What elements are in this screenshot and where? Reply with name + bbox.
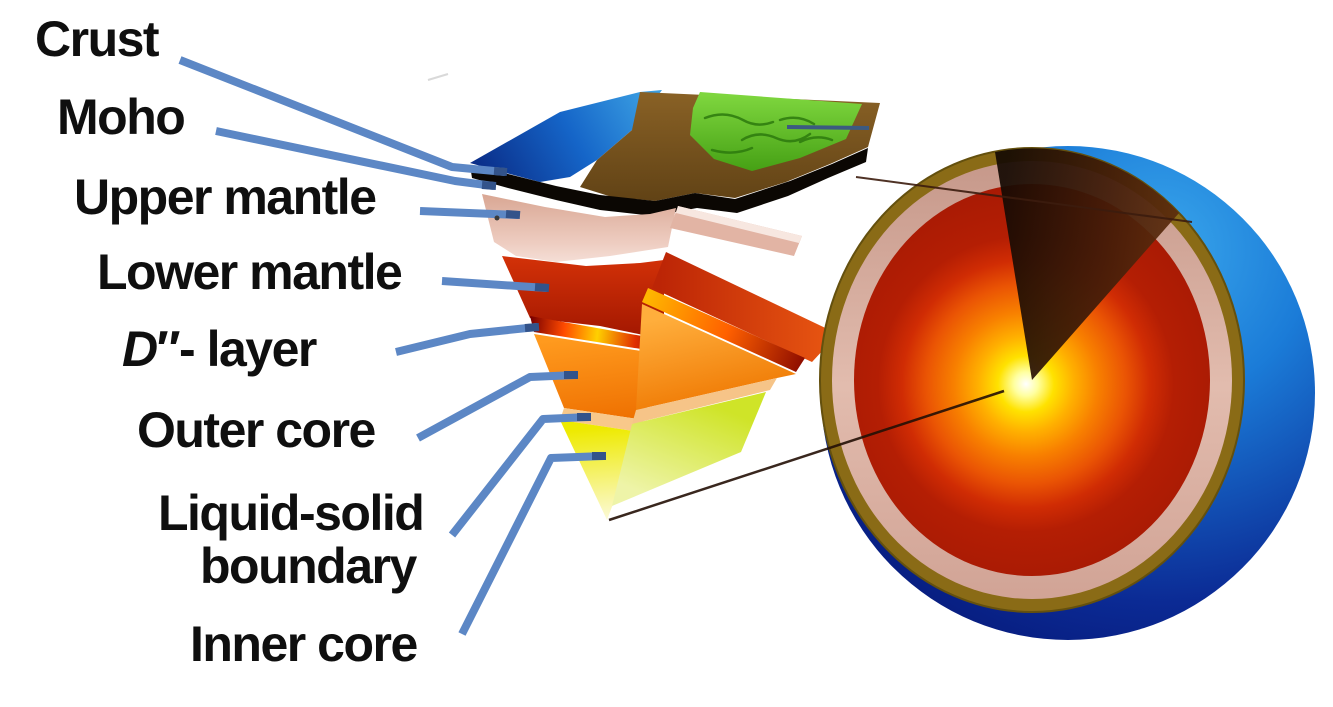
- terrain-ridge-lines: [703, 113, 834, 154]
- inner-core-right: [612, 392, 766, 506]
- globe-notch-wedge: [995, 148, 1179, 380]
- label-d-layer-rest: ″- layer: [156, 321, 318, 377]
- leader-line-d-layer: [395, 323, 538, 356]
- leader-line-tips: [481, 167, 606, 460]
- crust-layer: [470, 148, 868, 216]
- label-upper-mantle: Upper mantle: [74, 169, 377, 225]
- label-liquid-solid: Liquid-solid: [158, 485, 425, 541]
- label-lower-mantle: Lower mantle: [97, 244, 403, 300]
- leader-line-lower-mantle: [441, 277, 548, 292]
- d-layer-band-right: [642, 288, 805, 372]
- wedge-cross-section: [470, 90, 880, 520]
- leader-line-inner-core: [458, 452, 605, 636]
- leader-line-upper-mantle: [419, 207, 519, 219]
- outer-core-right: [636, 304, 796, 410]
- upper-mantle-right-highlight: [676, 206, 802, 243]
- inner-core-front: [560, 420, 640, 520]
- globe-cutaway: [819, 146, 1315, 640]
- lower-mantle-right: [652, 252, 838, 362]
- ocean-surface: [470, 90, 662, 182]
- label-inner-core: Inner core: [190, 616, 418, 672]
- leader-lines: [178, 56, 605, 636]
- leader-line-crust: [178, 56, 506, 176]
- leader-line-moho: [215, 127, 495, 190]
- upper-mantle-front: [482, 194, 676, 262]
- leader-line-liquid-solid: [448, 413, 590, 538]
- connector-line-lower: [608, 389, 1005, 522]
- d-layer-band-front: [530, 316, 664, 352]
- label-moho: Moho: [57, 89, 186, 145]
- faint-smudge: [427, 73, 449, 81]
- label-crust: Crust: [35, 11, 160, 67]
- outer-core-front: [534, 334, 660, 420]
- terrain-stream-line: [786, 125, 870, 130]
- leader-line-outer-core: [416, 371, 577, 442]
- label-outer-core: Outer core: [137, 402, 376, 458]
- boundary-band-right: [632, 378, 777, 424]
- connector-line-upper: [855, 176, 1193, 223]
- label-d-layer: D″- layer: [122, 321, 318, 377]
- stray-dot: [494, 215, 500, 221]
- label-boundary: boundary: [200, 538, 417, 594]
- lower-mantle-front: [502, 256, 664, 342]
- label-d-layer-d: D: [122, 321, 158, 377]
